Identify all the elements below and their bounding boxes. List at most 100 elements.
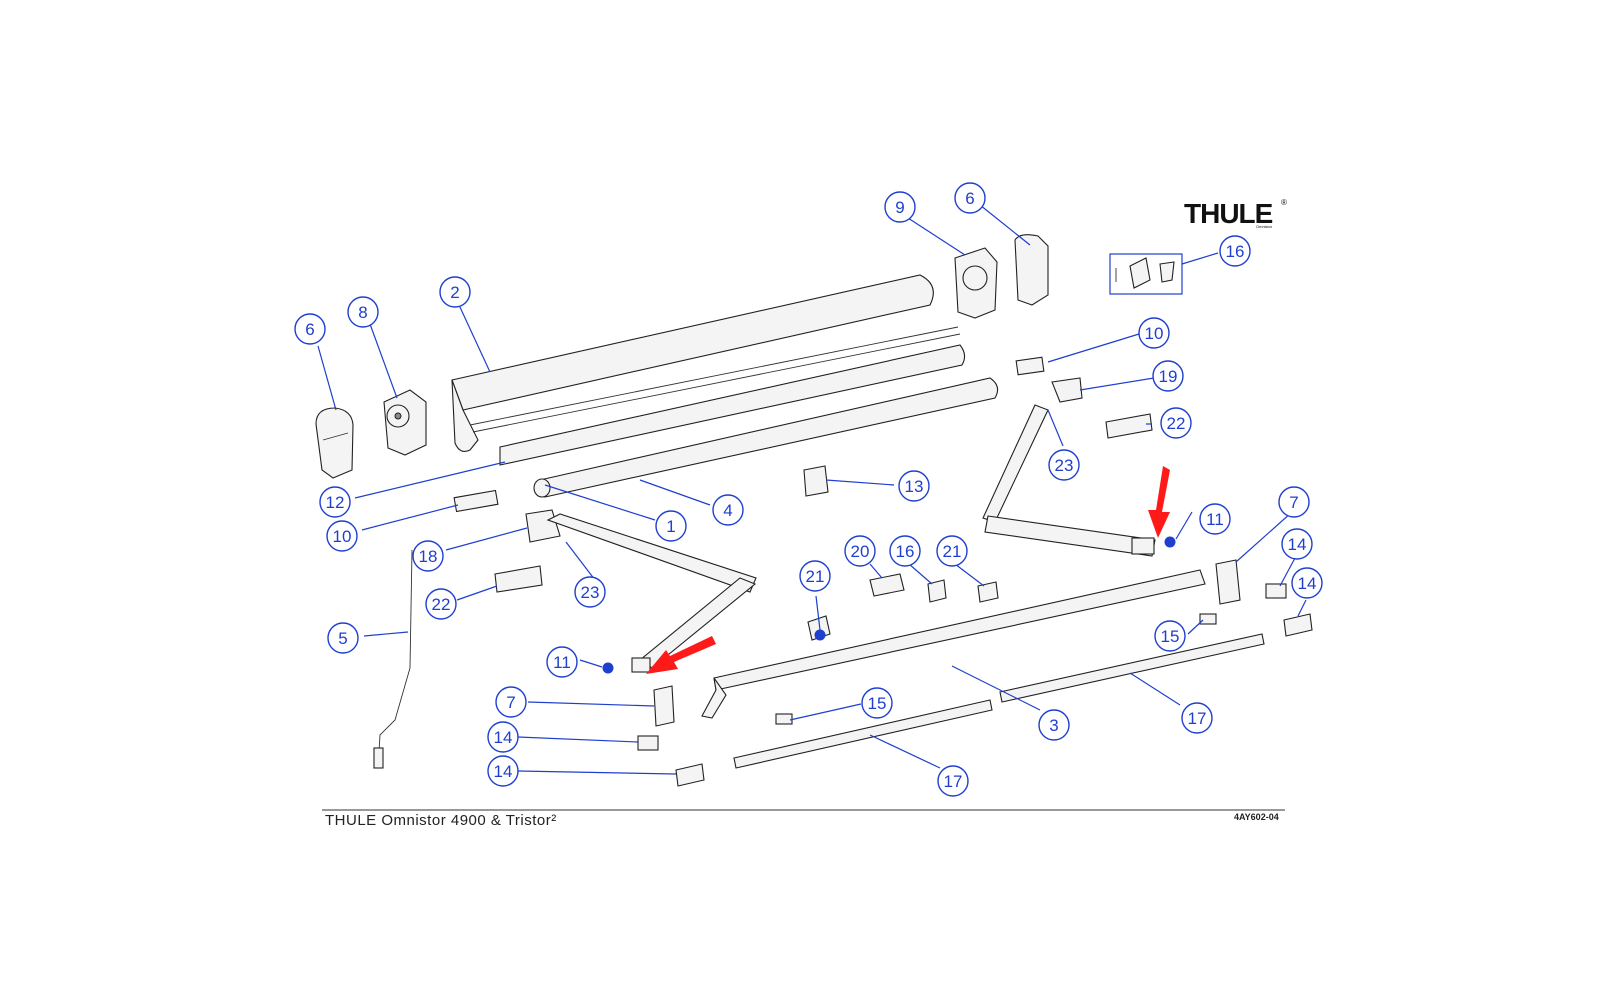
- callout-label: 21: [943, 542, 962, 561]
- callout-17-right: 17: [1181, 702, 1213, 734]
- callout-label: 17: [1188, 709, 1207, 728]
- part-15-right: [1199, 613, 1217, 625]
- marker-dot-21: [814, 629, 826, 641]
- callout-10-top: 10: [1138, 317, 1170, 349]
- callout-label: 18: [419, 547, 438, 566]
- part-15-left: [775, 713, 793, 725]
- callout-label: 23: [581, 583, 600, 602]
- part-label-13: [803, 465, 829, 497]
- callout-22-left: 22: [425, 588, 457, 620]
- callout-23-right: 23: [1048, 449, 1080, 481]
- callout-label: 15: [868, 694, 887, 713]
- callout-label: 5: [338, 629, 347, 648]
- callout-6-left: 6: [294, 313, 326, 345]
- callout-14-right-b: 14: [1291, 567, 1323, 599]
- callout-9: 9: [884, 191, 916, 223]
- footer-title: THULE Omnistor 4900 & Tristor²: [325, 812, 557, 829]
- callout-label: 16: [1226, 242, 1245, 261]
- part-roller-tube: [533, 377, 999, 498]
- callout-label: 9: [895, 198, 904, 217]
- callout-13: 13: [898, 470, 930, 502]
- callout-label: 14: [494, 762, 513, 781]
- callout-17-left: 17: [937, 765, 969, 797]
- part-14-right-a: [1265, 583, 1287, 599]
- callout-4: 4: [712, 494, 744, 526]
- part-case-profile: [451, 274, 966, 466]
- part-small-20: [869, 573, 905, 597]
- callout-23-left: 23: [574, 576, 606, 608]
- callout-15-right: 15: [1154, 620, 1186, 652]
- callout-2: 2: [439, 276, 471, 308]
- logo-text: THULE: [1184, 198, 1273, 229]
- callout-18: 18: [412, 540, 444, 572]
- registered-mark: ®: [1281, 198, 1287, 207]
- callout-label: 3: [1049, 716, 1058, 735]
- callout-label: 15: [1161, 627, 1180, 646]
- callout-label: 6: [305, 320, 314, 339]
- callout-7-right: 7: [1278, 486, 1310, 518]
- part-cover-22-left: [494, 565, 543, 593]
- callout-14-left-a: 14: [487, 721, 519, 753]
- callout-label: 14: [1298, 574, 1317, 593]
- part-end-cap-7-right: [1215, 559, 1241, 605]
- callout-label: 11: [1206, 510, 1224, 529]
- callout-label: 12: [326, 493, 345, 512]
- callout-6-top: 6: [954, 182, 986, 214]
- callout-14-left-b: 14: [487, 755, 519, 787]
- callout-21-mid: 21: [936, 535, 968, 567]
- callout-label: 17: [944, 772, 963, 791]
- callout-label: 7: [1289, 493, 1298, 512]
- callout-11-right: 11: [1199, 503, 1231, 535]
- callout-22-right: 22: [1160, 407, 1192, 439]
- part-slider-top: [1015, 356, 1045, 376]
- callout-5: 5: [327, 622, 359, 654]
- callout-label: 14: [494, 728, 513, 747]
- callout-label: 23: [1055, 456, 1074, 475]
- callout-label: 13: [905, 477, 924, 496]
- callout-label: 22: [432, 595, 451, 614]
- part-14-left-b: [675, 763, 705, 787]
- footer-code: 4AY602-04: [1234, 812, 1279, 822]
- part-bracket-18: [525, 509, 561, 543]
- callout-15-left: 15: [861, 687, 893, 719]
- callout-label: 14: [1288, 535, 1307, 554]
- callout-10-left: 10: [326, 520, 358, 552]
- part-tension-bar-right: [999, 633, 1265, 703]
- marker-dot-left: [602, 662, 614, 674]
- logo-subtext: Omnistor: [1256, 224, 1273, 229]
- part-end-cap-7-left: [653, 685, 675, 727]
- callout-14-right-a: 14: [1281, 528, 1313, 560]
- part-end-cap-right: [1014, 234, 1049, 306]
- callout-3: 3: [1038, 709, 1070, 741]
- leader-lines: [317, 204, 1307, 775]
- callout-16-top: 16: [1219, 235, 1251, 267]
- part-bracket-19: [1051, 377, 1083, 403]
- callout-label: 6: [965, 189, 974, 208]
- callout-11-left: 11: [546, 646, 578, 678]
- part-gear-housing-right: [954, 247, 998, 319]
- part-crank-handle: [373, 549, 413, 769]
- highlight-arrow-right: [1148, 466, 1170, 538]
- part-tension-bar-left: [733, 699, 993, 769]
- part-small-16: [927, 579, 947, 603]
- callout-label: 20: [851, 542, 870, 561]
- callout-19: 19: [1152, 360, 1184, 392]
- callout-label: 19: [1159, 367, 1178, 386]
- callout-7-left: 7: [495, 686, 527, 718]
- part-slider-left: [453, 489, 499, 513]
- part-small-21a: [977, 581, 999, 603]
- callout-label: 11: [553, 653, 571, 672]
- part-end-cap-left: [315, 407, 354, 479]
- callout-label: 16: [896, 542, 915, 561]
- part-arm-right: [982, 404, 1156, 557]
- highlight-arrow-left: [646, 636, 716, 674]
- callout-label: 22: [1167, 414, 1186, 433]
- callout-1: 1: [655, 510, 687, 542]
- thule-logo: THULE Omnistor ®: [1184, 198, 1287, 229]
- callout-label: 8: [358, 303, 367, 322]
- callout-label: 10: [333, 527, 352, 546]
- part-gear-housing-left: [383, 389, 427, 456]
- callout-label: 7: [506, 693, 515, 712]
- callout-8: 8: [347, 296, 379, 328]
